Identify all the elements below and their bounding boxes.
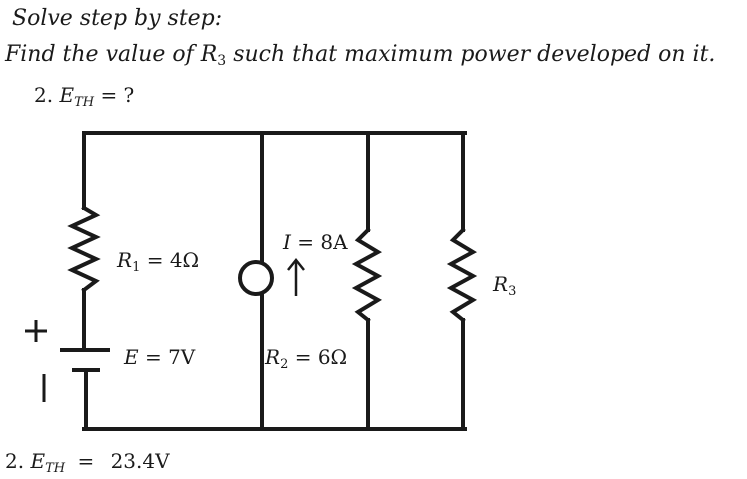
label-r1-sym: R bbox=[117, 248, 133, 272]
answer-sub: TH bbox=[45, 461, 66, 476]
label-current-rest: = 8A bbox=[290, 230, 348, 254]
problem-line-2-sub: 3 bbox=[217, 53, 227, 69]
label-r2-sub: 2 bbox=[280, 357, 289, 372]
question-rest: = ? bbox=[100, 83, 135, 107]
resistor-r3 bbox=[446, 227, 478, 323]
minus-text: | bbox=[38, 372, 47, 405]
resistor-r2 bbox=[351, 227, 383, 323]
question-eth: 2. ETH = ? bbox=[34, 85, 134, 109]
label-r1-sub: 1 bbox=[132, 260, 141, 275]
answer-var: E bbox=[30, 449, 46, 473]
label-e-sym: E bbox=[124, 345, 139, 369]
question-sub: TH bbox=[74, 95, 95, 110]
problem-line-2-prefix: Find the value of bbox=[5, 42, 201, 67]
problem-line-2: Find the value of R3 such that maximum p… bbox=[5, 42, 716, 69]
label-current: I = 8A bbox=[283, 232, 348, 252]
label-r2-rest: = 6Ω bbox=[288, 345, 348, 369]
resistor-r1 bbox=[67, 205, 101, 293]
label-r3-sym: R bbox=[493, 272, 509, 296]
label-e: E = 7V bbox=[124, 347, 195, 367]
answer-eq: = bbox=[77, 449, 95, 473]
question-number: 2. bbox=[34, 83, 54, 107]
label-r3: R3 bbox=[493, 274, 516, 298]
current-source-symbol bbox=[238, 260, 274, 296]
label-current-sym: I bbox=[283, 230, 291, 254]
label-r3-sub: 3 bbox=[508, 284, 517, 299]
label-e-rest: = 7V bbox=[138, 345, 196, 369]
problem-line-2-suffix: such that maximum power developed on it. bbox=[226, 42, 716, 67]
question-var: E bbox=[59, 83, 75, 107]
problem-line-2-var: R bbox=[200, 42, 218, 67]
current-arrow-head bbox=[287, 257, 305, 271]
answer-number: 2. bbox=[5, 449, 25, 473]
plus-text: + bbox=[26, 314, 51, 349]
answer-eth: 2. ETH = 23.4V bbox=[5, 451, 170, 475]
label-r1-rest: = 4Ω bbox=[140, 248, 200, 272]
label-r1: R1 = 4Ω bbox=[117, 250, 199, 274]
answer-value: 23.4V bbox=[110, 449, 170, 473]
problem-line-1: Solve step by step: bbox=[12, 6, 223, 31]
label-r2: R2 = 6Ω bbox=[265, 347, 347, 371]
label-r2-sym: R bbox=[265, 345, 281, 369]
